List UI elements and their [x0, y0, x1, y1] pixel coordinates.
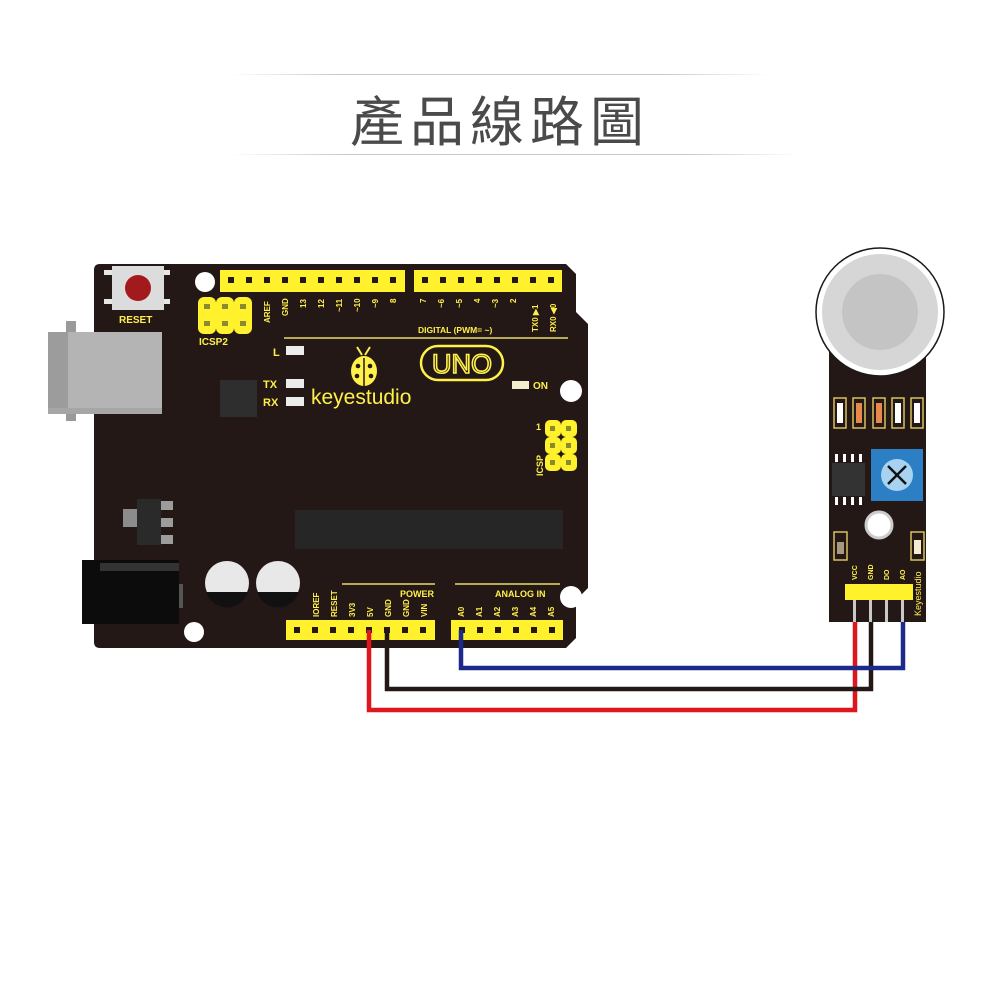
capacitor [256, 561, 300, 608]
sensor-brand: Keyestudio [913, 571, 923, 616]
svg-text:TX0 ▶1: TX0 ▶1 [531, 304, 540, 332]
wires [366, 622, 906, 713]
title-top-rule [230, 74, 770, 75]
icsp-pin1-label: 1 [536, 422, 541, 432]
svg-text:~11: ~11 [335, 298, 344, 312]
title-bottom-rule [230, 154, 800, 155]
digital-label: DIGITAL (PWM= ~) [418, 325, 492, 335]
wire-gnd-gnd-black [384, 622, 874, 692]
smd-resistors [833, 397, 924, 429]
svg-text:A0: A0 [457, 606, 466, 617]
digital-header-right [414, 270, 562, 292]
usb-port [48, 321, 162, 421]
svg-text:~5: ~5 [455, 298, 464, 308]
svg-text:GND: GND [281, 298, 290, 316]
led-l-label: L [273, 347, 280, 359]
mounting-hole [184, 622, 204, 642]
svg-text:~3: ~3 [491, 298, 500, 308]
icsp2-header [198, 297, 252, 334]
svg-text:A2: A2 [493, 606, 502, 617]
mounting-hole [864, 510, 894, 540]
arduino-uno-board: RESET ICSP2 [48, 264, 588, 648]
svg-text:A5: A5 [547, 606, 556, 617]
analog-header [451, 620, 563, 640]
pcb-body [94, 264, 588, 648]
comparator-ic [832, 454, 865, 505]
svg-text:RX0 ◀0: RX0 ◀0 [549, 303, 558, 332]
signal-led [910, 531, 925, 561]
dc-power-jack [82, 560, 183, 624]
mounting-hole [560, 380, 582, 402]
ladybug-logo-icon [351, 346, 377, 386]
reset-button[interactable] [104, 266, 170, 310]
reset-label: RESET [119, 315, 152, 326]
power-header [286, 620, 435, 640]
svg-text:~6: ~6 [437, 298, 446, 308]
svg-text:A1: A1 [475, 606, 484, 617]
led-tx-label: TX [263, 379, 278, 391]
svg-text:5V: 5V [366, 607, 375, 617]
svg-text:7: 7 [419, 298, 428, 303]
svg-text:2: 2 [509, 298, 518, 303]
sensor-pins [853, 600, 904, 622]
svg-text:VCC: VCC [852, 565, 859, 580]
mounting-hole [560, 586, 582, 608]
sensor-head [815, 247, 945, 377]
svg-text:IOREF: IOREF [312, 592, 321, 617]
icsp-header [545, 420, 577, 471]
led-on [512, 381, 529, 389]
svg-text:UNO: UNO [432, 349, 492, 379]
mcu-chip [295, 510, 563, 549]
svg-text:13: 13 [299, 299, 308, 308]
svg-text:GND: GND [868, 564, 875, 580]
svg-text:DO: DO [884, 569, 891, 580]
led-l [286, 346, 304, 355]
svg-text:4: 4 [473, 298, 482, 303]
icsp-label: ICSP [535, 455, 545, 476]
svg-text:A3: A3 [511, 606, 520, 617]
power-led [833, 531, 848, 561]
icsp2-label: ICSP2 [199, 337, 228, 348]
svg-text:3V3: 3V3 [348, 602, 357, 617]
digital-pin-labels: AREF GND 13 12 ~11 ~10 ~9 8 7 ~6 ~5 4 ~3… [263, 298, 558, 332]
page-title: 產品線路圖 [350, 91, 650, 154]
capacitor [205, 561, 249, 608]
svg-text:GND: GND [384, 599, 393, 617]
svg-text:~9: ~9 [371, 298, 380, 308]
led-rx-label: RX [263, 397, 279, 409]
led-rx [286, 397, 304, 406]
brand-logo: keyestudio [311, 386, 411, 409]
analog-label: ANALOG IN [495, 589, 546, 599]
svg-text:AO: AO [900, 569, 907, 580]
svg-text:A4: A4 [529, 606, 538, 617]
svg-text:8: 8 [389, 298, 398, 303]
svg-text:~10: ~10 [353, 298, 362, 312]
power-pin-labels: IOREF RESET 3V3 5V GND GND VIN [312, 590, 429, 617]
sensor-pin-labels: VCC GND DO AO [852, 564, 907, 580]
voltage-regulator [123, 499, 173, 545]
uno-badge: UNO [419, 344, 505, 382]
gas-sensor-module: VCC GND DO AO Keyestudio [815, 247, 945, 622]
power-label: POWER [400, 589, 435, 599]
wire-a0-ao-blue [458, 622, 906, 671]
digital-header-left [220, 270, 405, 292]
led-on-label: ON [533, 381, 548, 392]
svg-text:AREF: AREF [263, 301, 272, 323]
usb-controller-chip [220, 380, 257, 417]
potentiometer-icon[interactable] [871, 449, 923, 501]
svg-text:VIN: VIN [420, 603, 429, 617]
led-tx [286, 379, 304, 388]
svg-text:12: 12 [317, 299, 326, 308]
mounting-hole [195, 272, 215, 292]
sensor-pin-header [845, 584, 913, 600]
svg-text:GND: GND [402, 599, 411, 617]
svg-text:RESET: RESET [330, 590, 339, 617]
analog-pin-labels: A0 A1 A2 A3 A4 A5 [457, 606, 556, 617]
